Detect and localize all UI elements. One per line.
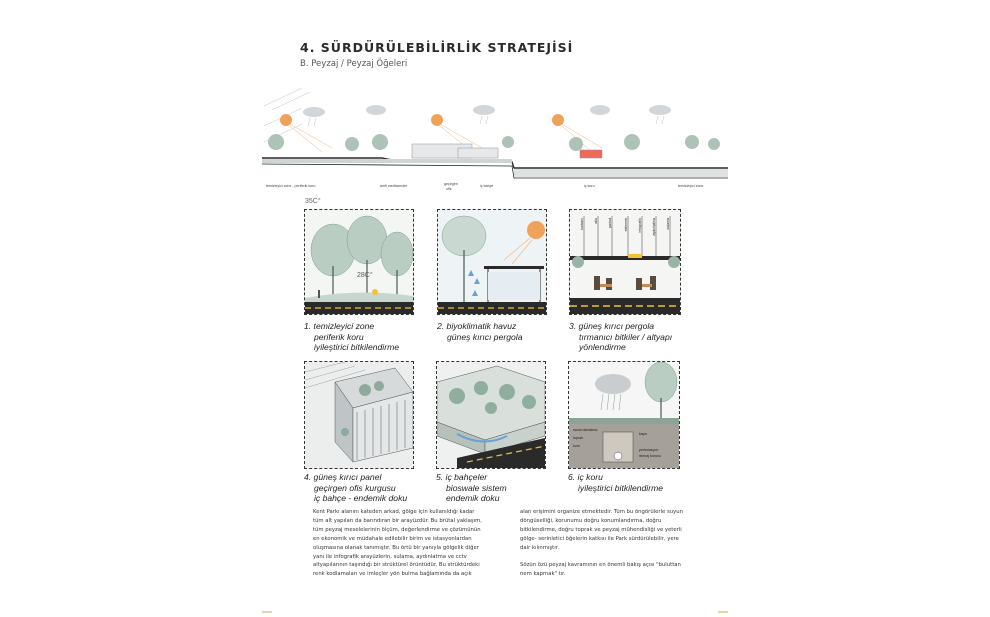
caption-4: 4. güneş kırıcı panel geçirgen ofis kurg… (304, 472, 407, 504)
pergola-label: otlu (594, 218, 598, 224)
page-title: 4. SÜRDÜRÜLEBİLİRLİK STRATEJİSİ (300, 40, 574, 55)
soil-label: perkolasyon (639, 448, 659, 452)
soil-label: drenaj borusu (639, 454, 661, 458)
corner-accent (262, 611, 272, 617)
caption-line: 1. temizleyici zone (304, 321, 375, 331)
section-label: iç koru (584, 184, 595, 188)
office-axonometric-illustration (305, 362, 413, 468)
paragraph-line: bitkilendirme, doğru toprak ve peyzaj mü… (520, 526, 682, 533)
soil-label: toprak (573, 436, 583, 440)
soil-label: kum (573, 444, 580, 448)
pergola-label: kurbanı (580, 218, 584, 230)
caption-line: 5. iç bahçeler (436, 472, 488, 482)
paragraph-line (520, 553, 706, 562)
pergola-people-illustration (570, 210, 680, 314)
caption-line: 6. iç koru (568, 472, 603, 482)
soil-label: sanal damlama (573, 428, 598, 432)
sun-icon (280, 114, 564, 126)
paragraph-line: dair kılınmıştır. (520, 544, 560, 551)
section-label: temizleyici zone - periferik koru (266, 184, 316, 188)
section-label: temizleyici zone (678, 184, 704, 188)
paragraph-line: en ekonomik ve müdahale edilebilir birim… (313, 535, 472, 542)
caption-line: geçirgen ofis kurgusu (314, 482, 396, 493)
caption-line: periferik koru (314, 331, 364, 342)
panel-gunes-kirici-pergola: kurbanı otlu parkot eklemek infografik aydınl… (569, 209, 681, 315)
panel-gunes-kirici-panel (304, 361, 414, 469)
caption-line: bioswale sistem (446, 482, 507, 493)
section-illustration (261, 87, 728, 179)
temperature-label: 28C° (357, 272, 373, 279)
caption-line: iyileştirici bitkilendirme (578, 482, 664, 493)
pergola-label: parkot (608, 218, 612, 228)
caption-line: yönlendirme (579, 342, 626, 353)
paragraph-line: oluşmasına olanak tanımıştır. Bu örtü bi… (313, 544, 479, 551)
section-label: iç bahçe (480, 184, 494, 188)
soil-label: kaya (639, 432, 647, 436)
site-section-drawing: temizleyici zone - periferik koru amfi m… (261, 86, 728, 196)
caption-line: iyileştirici bitkilendirme (314, 342, 400, 353)
paragraph-line: döngüselliği, korunumu doğru konumlandır… (520, 517, 662, 524)
soil-section-illustration (569, 362, 679, 468)
paragraph-line: renk kodlamaları ve imleçler yön bulma b… (313, 571, 472, 578)
panel-ic-koru: sanal damlama toprak kum kaya perkolasyo… (568, 361, 680, 469)
caption-line: endemik doku (446, 493, 500, 504)
pergola-label: infografik (638, 218, 642, 233)
pergola-illustration (438, 210, 546, 314)
paragraph-line: tüm peyzaj meselelerinin ölçüm, değerlen… (313, 526, 481, 533)
paragraph-line: alan erişimini organize etmektedir. Tüm … (520, 509, 683, 515)
paragraph-line: altyapılarının taşındığı bir strüktürel … (313, 562, 480, 569)
caption-line: 3. güneş kırıcı pergola (569, 321, 655, 331)
panel-ic-bahceler (436, 361, 546, 469)
section-label: ofis (446, 187, 452, 191)
caption-6: 6. iç koru iyileştirici bitkilendirme (568, 472, 663, 493)
caption-line: güneş kırıcı pergola (447, 331, 523, 342)
caption-line: 4. güneş kırıcı panel (304, 472, 382, 482)
caption-line: tırmanıcı bitkiler / altyapı (579, 331, 673, 342)
caption-line: iç bahçe - endemik doku (314, 493, 408, 504)
caption-line: 2. biyoklimatik havuz (437, 321, 517, 331)
paragraph-line: Kent Parkı alanını kateden arkad, gölge … (313, 509, 475, 515)
paragraph-line: gölge- serinletici öğelerin katkısı ile … (520, 535, 679, 542)
pergola-label: sulama (666, 218, 670, 230)
paragraph-line: Sözün özü peyzaj kavramının en önemli ba… (520, 562, 681, 569)
pergola-label: aydınlatma (652, 218, 656, 236)
corner-accent (718, 611, 728, 617)
section-label: amfi mediwender (380, 184, 408, 188)
temperature-label: 35C° (305, 198, 321, 205)
paragraph-line: tüm alt yapıları da barındıran bir arayü… (313, 517, 482, 524)
paragraph-line: yanı ile infografik arayüzlerin, sulama,… (313, 553, 467, 560)
paragraph-line: nem kapmak" tır. (520, 571, 566, 578)
tree-illustration (305, 210, 413, 314)
section-label: geçirgen (444, 182, 458, 186)
panel-periferik-koru: 28C° (304, 209, 414, 315)
caption-5: 5. iç bahçeler bioswale sistem endemik d… (436, 472, 507, 504)
caption-1: 1. temizleyici zone periferik koru iyile… (304, 321, 399, 353)
body-text-left: Kent Parkı alanını kateden arkad, gölge … (313, 508, 499, 579)
panel-biyoklimatik-havuz (437, 209, 547, 315)
page-subtitle: B. Peyzaj / Peyzaj Öğeleri (300, 59, 408, 69)
caption-3: 3. güneş kırıcı pergola tırmanıcı bitkil… (569, 321, 672, 353)
body-text-right: alan erişimini organize etmektedir. Tüm … (520, 508, 706, 579)
pergola-label: eklemek (624, 218, 628, 232)
bioswale-illustration (437, 362, 545, 468)
caption-2: 2. biyoklimatik havuz güneş kırıcı pergo… (437, 321, 522, 342)
